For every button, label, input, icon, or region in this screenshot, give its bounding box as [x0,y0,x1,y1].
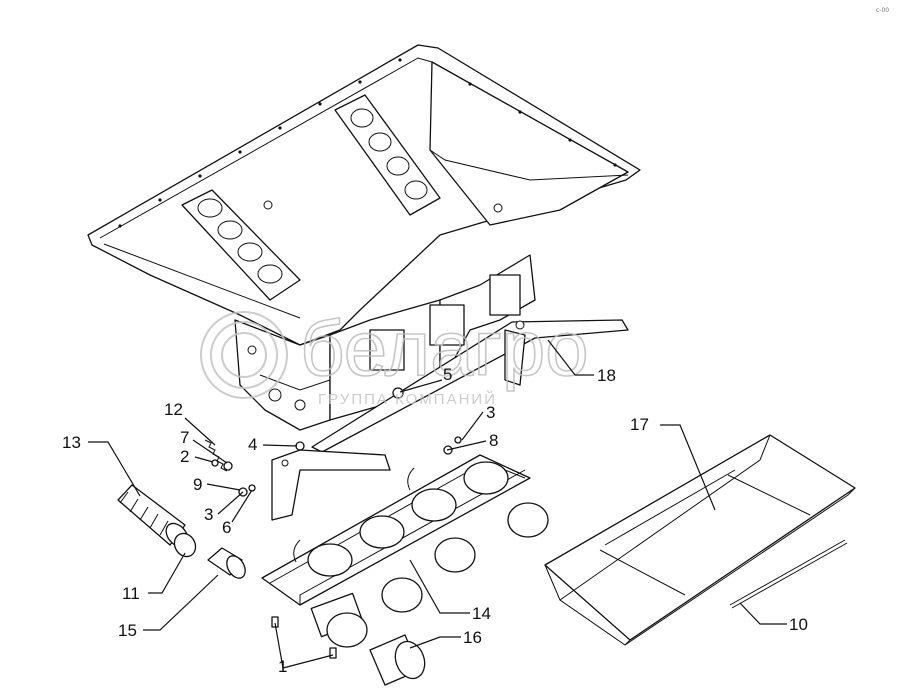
part-18-lever-bar [311,319,629,453]
callout-14: 14 [472,604,491,623]
part-10-rod [729,539,848,609]
leader-lines [88,339,787,669]
callout-10: 10 [789,615,808,634]
callout-15: 15 [118,621,137,640]
callout-11: 11 [122,584,140,603]
callout-6: 6 [222,518,231,537]
callout-13: 13 [62,433,81,452]
callout-12: 12 [164,400,183,419]
watermark: белагро ГРУППА КОМПАНИЙ [200,303,590,408]
callout-7: 7 [180,428,189,447]
callout-labels: 1 2 3 3 4 5 6 7 8 9 10 11 12 13 14 15 16… [62,365,808,676]
part-4-bracket-arm [271,449,391,521]
callout-8: 8 [489,431,498,450]
hardware-bolts [211,387,462,659]
corner-mark: с-00 [876,7,889,14]
callout-3-upper: 3 [486,403,495,422]
watermark-brand: белагро [300,304,589,392]
callout-3-lower: 3 [204,505,213,524]
hopper-body [87,44,641,431]
flange-holes [118,58,617,228]
callout-18: 18 [597,366,616,385]
callout-9: 9 [193,475,202,494]
callout-1: 1 [278,657,287,676]
perforated-strip-right [334,94,441,216]
part-17-tray [544,434,856,646]
callout-5: 5 [443,365,452,384]
part-14-tube-frame [261,454,549,648]
callout-16: 16 [463,628,482,647]
watermark-tagline: ГРУППА КОМПАНИЙ [318,390,497,408]
part-16-tube [369,634,426,686]
callout-17: 17 [630,415,649,434]
part-11-clamp [173,532,197,558]
part-15-adapter [207,547,246,579]
perforated-strip-left [181,189,301,301]
callout-2: 2 [180,447,189,466]
callout-4: 4 [248,435,257,454]
